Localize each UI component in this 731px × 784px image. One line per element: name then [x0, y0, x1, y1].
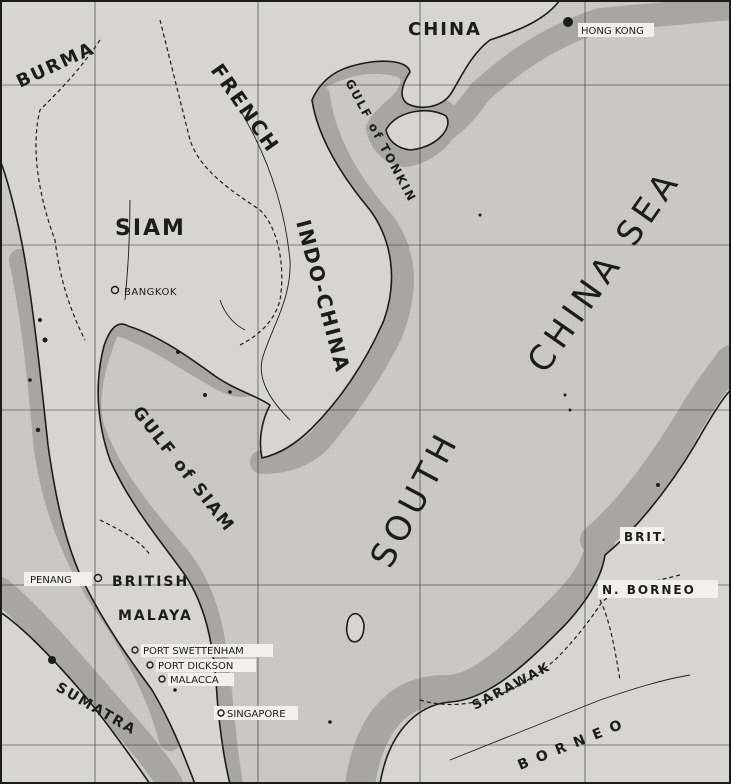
label-penang: PENANG	[30, 575, 72, 586]
label-siam: SIAM	[115, 216, 186, 241]
island-dot	[35, 427, 41, 433]
rivers	[124, 109, 691, 761]
island-dot	[173, 688, 177, 692]
island-dot	[38, 318, 42, 322]
mekong-river	[239, 109, 291, 421]
hong-kong-marker	[563, 17, 573, 27]
island-dot	[568, 408, 572, 412]
hong-kong-box	[578, 23, 654, 37]
island-dot	[28, 378, 32, 382]
borneo-west-band	[345, 525, 615, 784]
bangkok-marker	[110, 285, 120, 295]
sumatra-land	[0, 611, 151, 784]
chao-phraya-river	[124, 199, 131, 301]
label-hong-kong: HONG KONG	[581, 26, 644, 37]
tonle-sap-lake	[219, 299, 246, 331]
label-china: CHINA	[408, 19, 482, 40]
port-dickson-marker	[146, 661, 154, 669]
borneo-land	[379, 389, 731, 784]
label-port-dickson: PORT DICKSON	[158, 661, 233, 672]
port-dickson-box	[156, 659, 256, 672]
siam-indochina-border	[159, 19, 283, 346]
label-british: BRITISH	[112, 574, 189, 590]
port-swettenham-box	[141, 644, 273, 657]
mainland-asia	[0, 0, 561, 784]
label-bangkok: BANGKOK	[124, 287, 177, 298]
places: HONG KONG BANGKOK PENANG PORT SWETTENHAM…	[24, 17, 718, 720]
island-dot	[478, 213, 482, 217]
brit-box	[620, 527, 664, 544]
penang-box	[24, 572, 92, 586]
hainan-island	[385, 109, 449, 151]
island-dots	[28, 213, 660, 724]
malacca-box	[168, 673, 234, 686]
borneo-north-band	[580, 345, 731, 555]
island-dot	[563, 393, 567, 397]
island-dot	[656, 483, 660, 487]
natuna-island	[345, 612, 365, 643]
n-borneo-box	[598, 580, 718, 598]
label-malaya: MALAYA	[118, 608, 193, 624]
malacca-marker	[158, 675, 166, 683]
label-port-swettenham: PORT SWETTENHAM	[143, 646, 244, 657]
island-dot	[328, 720, 332, 724]
label-singapore: SINGAPORE	[227, 709, 286, 720]
island-dot	[42, 337, 48, 343]
burma-siam-border	[35, 39, 101, 341]
island-dot	[203, 393, 207, 397]
borders	[35, 19, 681, 706]
island-dot	[48, 656, 56, 664]
penang-marker	[93, 573, 103, 583]
singapore-box	[214, 706, 298, 720]
label-brit: BRIT.	[624, 530, 668, 544]
singapore-marker	[217, 709, 225, 717]
siam-malaya-border	[99, 519, 151, 556]
label-malacca: MALACCA	[170, 675, 219, 686]
port-swettenham-marker	[131, 646, 139, 654]
indochina-coast-band	[250, 84, 414, 474]
borneo-internal-border	[599, 599, 621, 681]
island-dot	[176, 350, 180, 354]
island-dot	[228, 390, 232, 394]
hainan-band	[366, 93, 459, 167]
borneo-river	[449, 674, 691, 761]
label-n-borneo: N. BORNEO	[602, 583, 696, 597]
